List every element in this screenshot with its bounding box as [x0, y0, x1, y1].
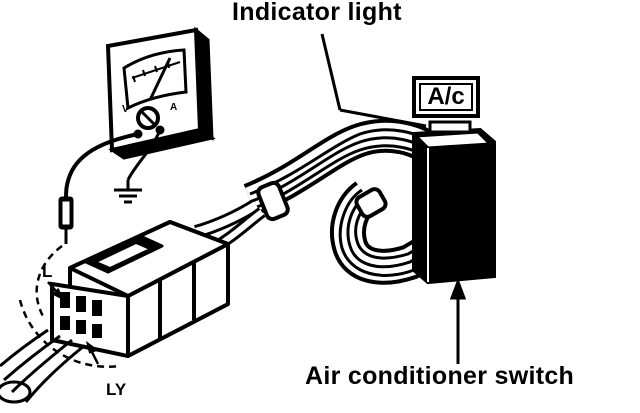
ground-symbol-icon	[114, 180, 142, 204]
multimeter-icon: V A	[105, 26, 216, 160]
wiring-connector-icon	[50, 199, 266, 358]
indicator-light-label: Indicator light	[232, 0, 402, 26]
callout-lines	[320, 33, 467, 364]
pin-arrows	[47, 281, 100, 365]
pin-ly-label: LY	[106, 380, 127, 399]
connector-rear-wires	[0, 328, 85, 404]
ac-switch-face-label: A/c	[427, 83, 465, 110]
ac-switch-icon	[412, 76, 496, 285]
harness-tape-bands	[256, 180, 388, 222]
svg-text:V: V	[122, 104, 129, 115]
test-lead-wires	[64, 129, 162, 201]
test-probe-icon	[58, 196, 74, 244]
pin-l-label: L	[42, 262, 53, 281]
air-conditioner-switch-label: Air conditioner switch	[305, 362, 575, 390]
svg-text:A: A	[170, 102, 177, 113]
